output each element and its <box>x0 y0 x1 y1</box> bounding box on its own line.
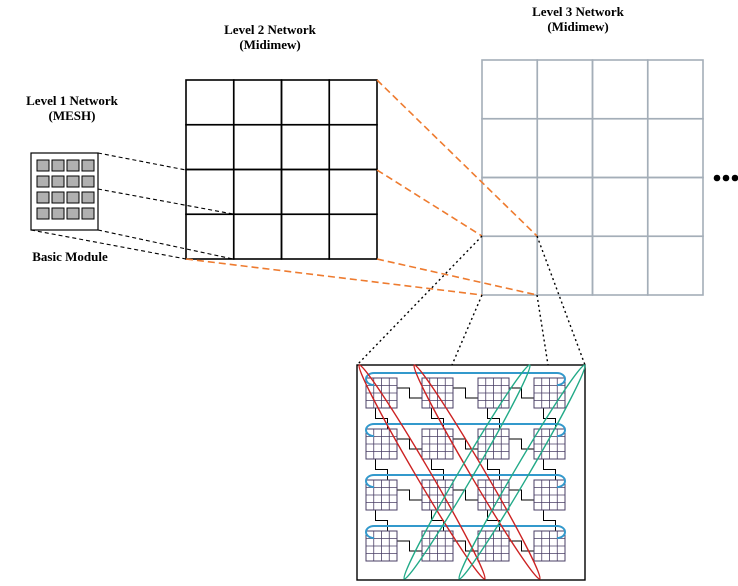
basic-module <box>30 152 99 231</box>
level2-cell <box>185 123 235 171</box>
level3-network-title-line1: Level 3 Network <box>532 4 624 19</box>
level3-cell <box>536 235 594 296</box>
level3-network-title: Level 3 Network (Midimew) <box>508 4 648 34</box>
detail-module <box>421 530 454 562</box>
level2-cell <box>185 79 235 126</box>
level2-network-title-line2: (Midimew) <box>239 37 301 52</box>
basic-module-node <box>81 175 95 188</box>
level3-to-detail-links <box>356 235 586 366</box>
detail-module <box>477 530 510 562</box>
detail-module <box>477 377 510 409</box>
basic-module-node <box>51 207 65 220</box>
detail-horizontal-link <box>453 540 478 552</box>
level3-grid <box>481 59 704 296</box>
detail-view <box>356 364 586 581</box>
level2-cell <box>280 168 331 216</box>
basic-module-nodes <box>36 159 95 220</box>
level1-network-title-line1: Level 1 Network <box>26 93 118 108</box>
level2-network-title: Level 2 Network (Midimew) <box>195 22 345 52</box>
blue-row-loop <box>365 474 566 488</box>
detail-module <box>477 479 510 511</box>
detail-horizontal-link <box>509 387 534 399</box>
level2-cell <box>328 168 378 216</box>
level3-cell <box>536 117 594 179</box>
blue-row-loop <box>365 372 566 386</box>
detail-horizontal-link <box>397 489 422 501</box>
basic-module-node <box>36 191 50 204</box>
detail-module <box>533 479 566 511</box>
basic-module-node <box>66 175 80 188</box>
level2-grid <box>185 79 378 260</box>
level3-cell <box>646 235 704 296</box>
level2-to-level3-links <box>185 79 538 296</box>
level3-cell <box>646 59 704 120</box>
basic-module-label: Basic Module <box>32 249 108 264</box>
detail-module <box>421 428 454 460</box>
level3-cell <box>646 176 704 238</box>
level2-cell <box>232 123 283 171</box>
detail-horizontal-link <box>509 540 534 552</box>
level2-cell <box>280 123 331 171</box>
basic-module-node <box>51 191 65 204</box>
basic-module-node <box>66 191 80 204</box>
detail-module <box>533 377 566 409</box>
level2-cell <box>328 213 378 260</box>
level1-network-title-line2: (MESH) <box>48 108 96 123</box>
detail-module <box>533 530 566 562</box>
basic-module-node <box>81 207 95 220</box>
basic-module-node <box>36 159 50 172</box>
level2-network-title-line1: Level 2 Network <box>224 22 316 37</box>
level3-cell <box>591 59 649 120</box>
detail-horizontal-link <box>509 489 534 501</box>
level3-cell <box>481 59 539 120</box>
detail-horizontal-link <box>453 489 478 501</box>
level2-cell <box>232 168 283 216</box>
red-diagonal-links <box>358 364 541 580</box>
detail-module <box>365 479 398 511</box>
basic-module-node <box>51 159 65 172</box>
level3-network-title-line2: (Midimew) <box>547 19 609 34</box>
green-diagonal-links <box>403 364 586 580</box>
ellipsis-dots-icon <box>713 174 738 182</box>
level3-cell <box>481 235 539 296</box>
detail-module <box>477 428 510 460</box>
detail-module <box>421 377 454 409</box>
level2-cell <box>185 213 235 260</box>
basic-module-node <box>81 191 95 204</box>
level3-cell <box>591 176 649 238</box>
level1-network-title: Level 1 Network (MESH) <box>4 93 140 123</box>
basic-module-node <box>51 175 65 188</box>
level2-cell <box>280 213 331 260</box>
level3-cell <box>591 117 649 179</box>
level3-cell <box>646 117 704 179</box>
level3-cell <box>591 235 649 296</box>
detail-horizontal-link <box>397 387 422 399</box>
detail-horizontal-link <box>453 387 478 399</box>
level2-cell <box>232 79 283 126</box>
basic-module-node <box>81 159 95 172</box>
level3-cell <box>536 176 594 238</box>
level2-cell <box>232 213 283 260</box>
basic-module-node <box>36 207 50 220</box>
level3-cell <box>536 59 594 120</box>
basic-module-node <box>36 175 50 188</box>
level2-cell <box>328 123 378 171</box>
level3-cell <box>481 117 539 179</box>
level2-cell <box>280 79 331 126</box>
basic-module-node <box>66 159 80 172</box>
level2-cell <box>185 168 235 216</box>
basic-module-node <box>66 207 80 220</box>
blue-row-loop <box>365 525 566 539</box>
detail-module <box>533 428 566 460</box>
level1-to-level2-links <box>30 152 234 260</box>
detail-module <box>365 530 398 562</box>
level2-cell <box>328 79 378 126</box>
